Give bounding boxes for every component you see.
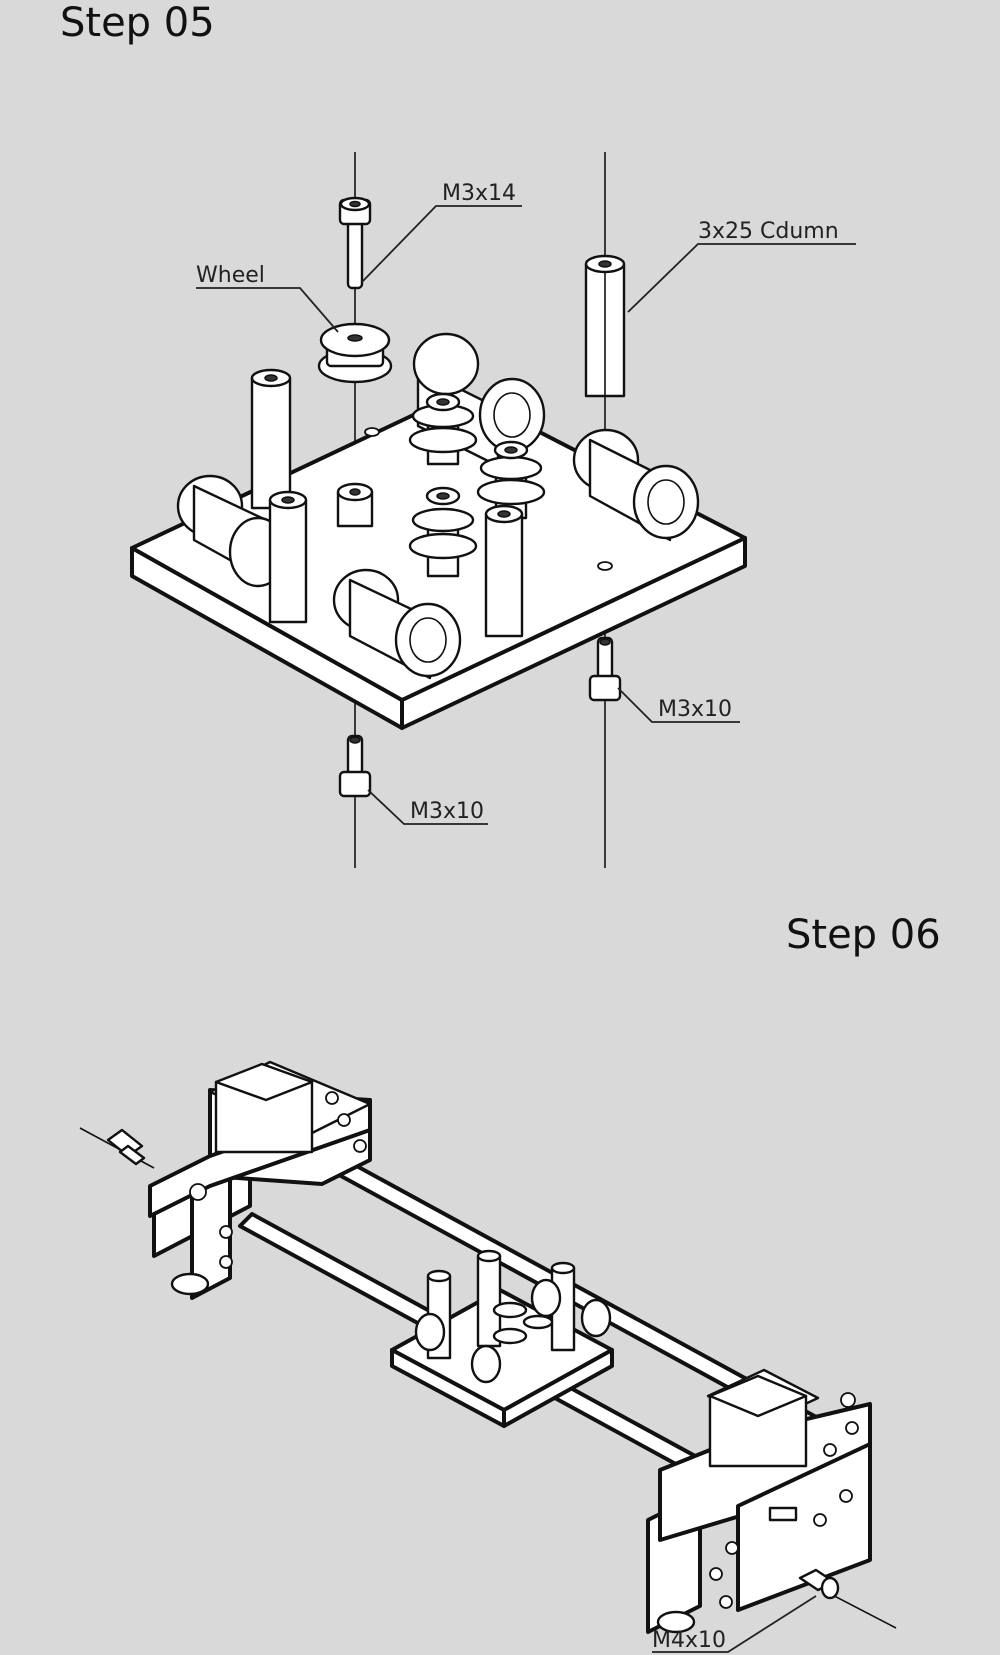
leader-screw-left	[367, 789, 488, 825]
leader-screw-right	[617, 687, 740, 723]
plate-hole	[597, 561, 613, 571]
bearing-right	[572, 428, 700, 542]
screw-m3x10-left	[338, 734, 372, 798]
motor-bracket-left	[148, 1060, 372, 1300]
step-06-illustration: M4x10	[79, 1060, 897, 1653]
callout-column: 3x25 Cdumn	[698, 219, 839, 244]
bearing-front	[332, 568, 462, 680]
carriage	[390, 1249, 614, 1428]
step-05-title: Step 05	[60, 0, 215, 46]
standoff-front-left	[268, 490, 308, 624]
callout-m3x10-left: M3x10	[410, 799, 484, 824]
plate-hole	[364, 427, 380, 437]
leader-column	[627, 243, 856, 313]
callout-m3x10-right: M3x10	[658, 697, 732, 722]
screw-m3x10-right	[588, 636, 622, 702]
motor-bracket-right	[646, 1368, 872, 1634]
column-3x25	[584, 254, 626, 398]
leader-wheel	[196, 287, 339, 333]
pulley-stack-middle	[476, 440, 546, 520]
standoff-front-right	[484, 504, 524, 638]
wheel-part	[317, 322, 393, 384]
pulley-stack-bottom	[408, 486, 478, 578]
callout-m3x14: M3x14	[442, 181, 516, 206]
step-06-title: Step 06	[786, 912, 941, 958]
hex-nut	[336, 482, 374, 528]
leader-screw-top	[361, 205, 522, 283]
step-05-illustration: M3x14 Wheel 3x25 Cdumn M3x10 M3x10	[130, 152, 856, 868]
leader-m4x10	[652, 1595, 817, 1653]
screw-step06-left	[106, 1128, 146, 1166]
standoff-back-left	[250, 368, 292, 510]
callout-wheel: Wheel	[196, 263, 265, 288]
screw-m4x10	[798, 1568, 840, 1600]
callout-m4x10: M4x10	[652, 1628, 726, 1653]
screw-m3x14	[338, 196, 372, 290]
pulley-stack-top	[408, 392, 478, 466]
